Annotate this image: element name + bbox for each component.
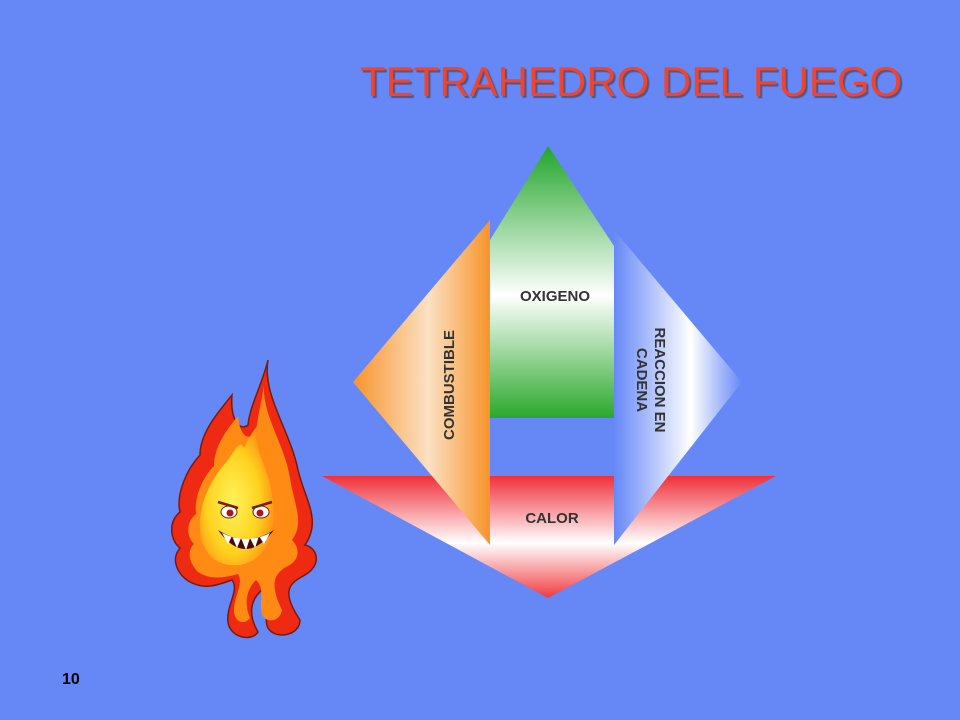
oxygen-face bbox=[490, 146, 614, 418]
chain-reaction-label-line1: REACCION EN bbox=[651, 327, 668, 432]
page-number: 10 bbox=[62, 671, 80, 688]
heat-face bbox=[322, 476, 776, 598]
chain-reaction-label-line2: CADENA bbox=[633, 348, 650, 412]
heat-label: CALOR bbox=[525, 510, 578, 527]
slide-title: TETRAHEDRO DEL FUEGO bbox=[360, 58, 903, 105]
oxygen-label: OXIGENO bbox=[520, 288, 590, 305]
fuel-face bbox=[353, 220, 490, 545]
chain-reaction-face bbox=[614, 230, 742, 545]
flame-character-icon bbox=[171, 359, 317, 639]
fuel-label: COMBUSTIBLE bbox=[441, 330, 458, 440]
